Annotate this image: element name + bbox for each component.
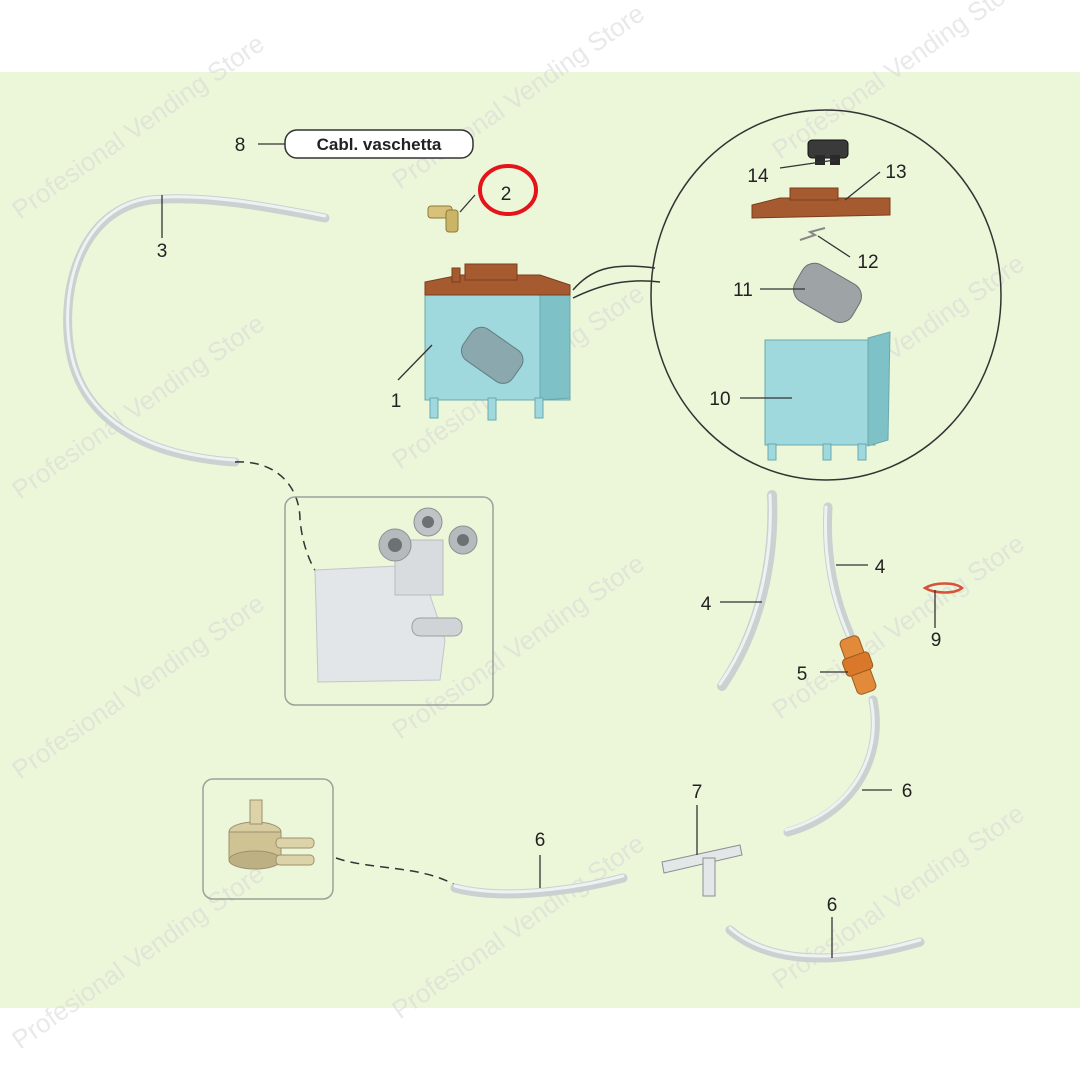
callout-8-label: Cabl. vaschetta (317, 135, 442, 154)
highlight-circle-part-2 (478, 164, 538, 216)
svg-text:Profesional Vending Store: Profesional Vending Store (6, 28, 269, 225)
part-number-13: 13 (885, 162, 906, 183)
hose-part-3-highlight (66, 195, 327, 462)
part-number-14: 14 (747, 166, 769, 187)
hose-part-3 (63, 194, 330, 467)
part-number-4-left: 4 (701, 594, 712, 615)
inset-box-valve-assembly (284, 496, 494, 706)
part-number-8: 8 (235, 135, 246, 156)
svg-text:Profesional Vending Store: Profesional Vending Store (6, 858, 269, 1055)
part-9-o-ring (922, 582, 964, 594)
part-7-tee-fitting (661, 844, 743, 897)
svg-text:Profesional Vending Store: Profesional Vending Store (386, 828, 649, 1025)
hose-part-6-bottom-right (725, 925, 925, 963)
part-number-9: 9 (931, 630, 942, 651)
part-number-7: 7 (692, 782, 703, 803)
svg-text:Profesional Vending Store: Profesional Vending Store (6, 308, 269, 505)
part-11-float (793, 262, 862, 323)
elbow-fitting-part-2 (427, 205, 459, 233)
svg-text:Profesional Vending Store: Profesional Vending Store (6, 588, 269, 785)
part-number-6-bottom-left: 6 (535, 830, 546, 851)
part-number-6-right: 6 (902, 781, 913, 802)
part-number-3: 3 (157, 241, 168, 262)
hose-part-4-left (717, 490, 778, 691)
hose-part-4-right (823, 502, 855, 640)
callout-8-box (284, 129, 474, 159)
valve-assembly-image (314, 507, 478, 683)
part-number-12: 12 (857, 252, 878, 273)
zoom-detail-circle (650, 109, 1002, 481)
part-number-1: 1 (391, 391, 402, 412)
part-number-5: 5 (797, 664, 808, 685)
svg-text:Profesional Vending Store: Profesional Vending Store (766, 528, 1029, 725)
leader-lines (161, 143, 936, 958)
hose-part-6-right (783, 695, 880, 837)
inset-box-flowmeter (202, 778, 334, 900)
diagram-panel (0, 72, 1080, 1008)
part-5-check-valve (839, 635, 877, 695)
part-13-lid (751, 187, 891, 219)
svg-text:Profesional Vending Store: Profesional Vending Store (766, 0, 1029, 165)
hose-part-4-right-highlight (824, 505, 850, 637)
part-number-11: 11 (733, 280, 753, 301)
hose-part-6-right-highlight (784, 698, 875, 832)
hose-part-6-bottom-left (450, 873, 628, 899)
part-number-6-bottom-right: 6 (827, 895, 838, 916)
flowmeter-image (228, 799, 315, 870)
part-number-4-right: 4 (875, 557, 886, 578)
flowmeter-dashed-connection (335, 857, 456, 886)
hose-part-6-bottom-left-highlight (453, 874, 625, 894)
hose-part-6-bottom-right-highlight (728, 926, 922, 958)
part-number-2: 2 (501, 184, 512, 205)
part-10-tank (764, 331, 891, 461)
part-number-10: 10 (709, 389, 730, 410)
part-12-spring (799, 227, 826, 241)
zoom-connector (572, 265, 661, 299)
hose-part-4-left-highlight (718, 493, 772, 686)
water-tank-part-1 (424, 263, 571, 421)
